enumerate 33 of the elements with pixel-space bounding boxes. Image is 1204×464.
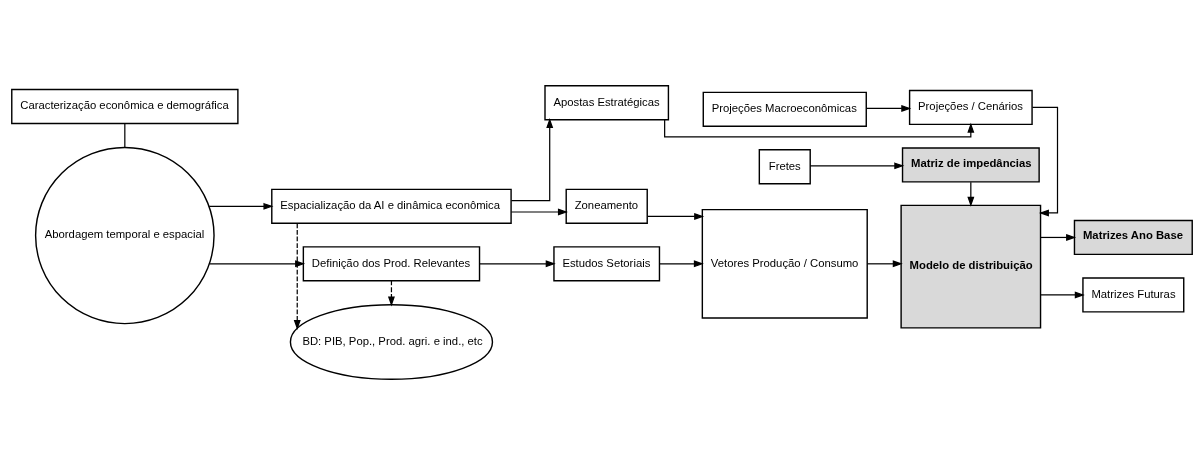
arrow [387, 279, 395, 306]
arrow [866, 259, 903, 267]
connector [124, 122, 126, 148]
arrow [865, 104, 912, 112]
node-box: Matrizes Ano Base [1073, 219, 1193, 255]
node-circle: Abordagem temporal e espacial [34, 146, 215, 324]
arrow [646, 212, 705, 220]
arrow [809, 161, 905, 169]
node-box: Estudos Setoriais [553, 245, 661, 281]
arrow [208, 202, 274, 210]
node-box: Projeções Macroeconômicas [702, 91, 867, 127]
node-box: Definição dos Prod. Relevantes [302, 245, 481, 281]
node-box: Matrizes Futuras [1082, 276, 1185, 313]
arrow [659, 259, 704, 267]
node-box: Espacialização da AI e dinâmica econômica [271, 188, 512, 224]
arrow [510, 117, 554, 201]
node-ellipse: BD: PIB, Pop., Prod. agri. e ind., etc [289, 303, 494, 380]
node-box: Modelo de distribuição [900, 204, 1042, 329]
arrow [1040, 233, 1077, 241]
node-box: Vetores Produção / Consumo [701, 208, 868, 319]
arrow [1031, 106, 1059, 216]
node-box: Matriz de impedâncias [901, 146, 1040, 183]
arrow [1040, 290, 1085, 298]
arrow [479, 259, 556, 267]
arrow [510, 208, 568, 215]
node-box: Apostas Estratégicas [544, 84, 670, 120]
arrow [293, 222, 301, 330]
arrow [208, 259, 306, 267]
node-box: Caracterização econômica e demográfica [11, 88, 239, 124]
node-box: Fretes [758, 148, 811, 184]
node-box: Zoneamento [565, 188, 648, 224]
node-box: Projeções / Cenários [908, 89, 1033, 125]
arrow [664, 118, 975, 137]
